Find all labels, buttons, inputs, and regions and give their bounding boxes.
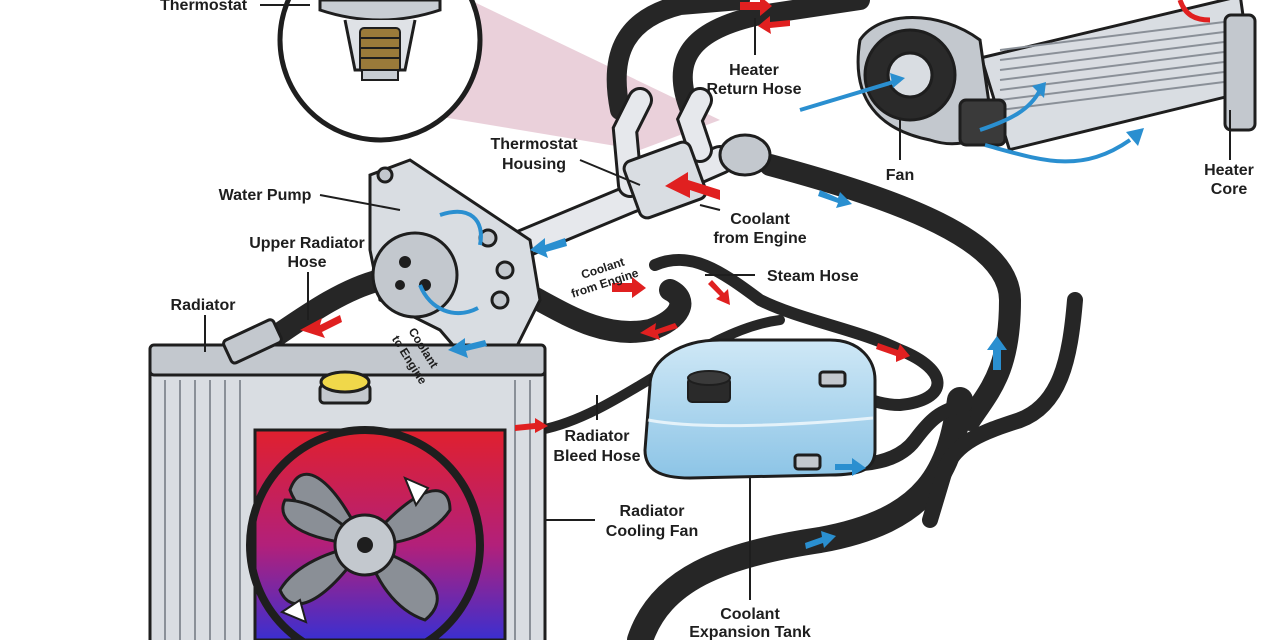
arrow-fan-rotation-bottom	[279, 598, 308, 624]
label-coolant-expansion-tank-1: Coolant	[720, 606, 780, 623]
label-coolant-expansion-tank-2: Expansion Tank	[689, 624, 811, 640]
arrow-cold-lower-hose	[805, 531, 836, 549]
radiator-neck-pipe	[222, 318, 283, 365]
label-thermostat-housing-1: Thermostat	[490, 136, 578, 153]
label-radiator-bleed-hose-2: Bleed Hose	[553, 448, 640, 465]
arrow-hot-pump-outlet	[640, 323, 678, 340]
pump-bolt-3	[490, 290, 510, 310]
radiator-fan-hub-center	[357, 537, 373, 553]
radiator-fan-rotation-arrows	[279, 476, 430, 624]
arrow-cold-heater-air-1-head	[1032, 82, 1046, 98]
radiator-assembly	[148, 318, 547, 640]
tank-cap-top	[687, 370, 731, 386]
hot-coolant-arrows	[300, 0, 910, 433]
tank-cap	[687, 370, 731, 403]
tank-body	[643, 338, 877, 480]
label-radiator-cooling-fan-1: Radiator	[620, 503, 685, 520]
pump-outlet-hose	[509, 279, 692, 343]
radiator-inlet-neck	[222, 318, 283, 365]
arrow-hot-steam-hose	[708, 280, 730, 305]
arrow-hot-heater-return	[740, 0, 772, 16]
pump-pulley-hole-1	[399, 256, 411, 268]
label-thermostat: Thermostat	[160, 0, 248, 14]
label-fan: Fan	[886, 167, 914, 184]
label-coolant-from-engine-1: Coolant	[730, 211, 790, 228]
upper-radiator-hose-pipe	[259, 269, 391, 351]
label-thermostat-housing-2: Housing	[502, 156, 566, 173]
housing-block	[622, 140, 708, 220]
heater-core-fins	[999, 19, 1241, 111]
heater-feed-hose	[759, 154, 1021, 431]
heater-pipe2-fill	[679, 90, 710, 160]
label-heater-return-hose-2: Return Hose	[706, 81, 801, 98]
label-upper-radiator-hose-1: Upper Radiator	[249, 235, 365, 252]
arrow-cold-heater-air-1	[979, 89, 1042, 132]
heater-return-hose-2	[672, 0, 870, 120]
radiator-fins	[164, 380, 531, 640]
label-coolant-from-engine-2: from Engine	[713, 230, 806, 247]
thermostat-housing	[505, 87, 772, 260]
arrow-hot-steam-hose-2	[876, 343, 910, 362]
pump-bolt-4	[376, 166, 394, 184]
pump-bolt-2	[495, 260, 515, 280]
arrow-cold-heater-feed	[818, 190, 852, 208]
label-radiator-bleed-hose-1: Radiator	[565, 428, 630, 445]
label-water-pump: Water Pump	[219, 187, 312, 204]
heater-core-end-tank	[1223, 13, 1257, 132]
blower-hub	[886, 51, 934, 99]
arrow-hot-bleed-hose	[515, 418, 548, 433]
arrow-cold-housing	[530, 238, 567, 258]
arrow-cold-fan-air-1	[799, 78, 901, 112]
label-steam-hose: Steam Hose	[767, 268, 859, 285]
leader-thermostat-housing	[579, 159, 641, 186]
arrow-hot-upper-radiator	[300, 315, 342, 338]
leader-coolant-from-engine	[699, 204, 721, 211]
heater-inlet-hose	[922, 292, 1083, 528]
thermostat-icon	[318, 0, 442, 81]
housing-outlet-flange	[718, 133, 772, 177]
radiator-cap	[318, 370, 372, 405]
pump-pulley-hole-3	[395, 280, 405, 290]
arrow-cold-heater-air-2-head	[1126, 128, 1144, 146]
arrow-hot-heater-return-2	[758, 16, 790, 34]
arrow-cold-heater-air-2	[984, 138, 1132, 164]
arrow-hot-coolant-from-engine	[665, 172, 720, 200]
radiator-cooling-fan-shroud	[246, 426, 484, 640]
heater-core-hot-arrow	[1177, 0, 1211, 23]
arrow-cold-right-1	[987, 336, 1007, 370]
radiator-cap-top	[319, 370, 371, 394]
tank-outlet-nozzle	[793, 453, 822, 471]
arrow-cold-pump-swirl-2	[418, 284, 479, 315]
label-upper-radiator-hose-2: Hose	[287, 254, 326, 271]
leader-water-pump	[319, 194, 401, 211]
tank-inlet-nozzle	[818, 370, 847, 388]
leader-lines	[204, 18, 1231, 600]
water-pump	[368, 158, 542, 367]
tank-fluid-line	[647, 416, 874, 428]
label-heater-core-1: Heater	[1204, 162, 1254, 179]
arrow-cold-to-engine	[448, 338, 487, 358]
arrow-cold-tank-outlet	[835, 458, 866, 476]
label-heater-core-2: Core	[1211, 181, 1248, 198]
radiator-top-tank	[148, 343, 547, 377]
pump-pulley	[371, 231, 459, 319]
arrow-fan-rotation-top	[403, 476, 430, 508]
heater-return-hose	[606, 0, 750, 120]
coolant-expansion-tank	[643, 338, 877, 480]
blower-fan	[856, 16, 1007, 147]
arrow-cold-fan-air-1-head	[890, 73, 905, 88]
heater-core	[979, 0, 1257, 152]
arrow-hot-steam-junction	[612, 277, 646, 298]
label-radiator: Radiator	[171, 297, 236, 314]
label-heater-return-hose-1: Heater	[729, 62, 779, 79]
label-radiator-cooling-fan-2: Cooling Fan	[606, 523, 698, 540]
arrow-cold-pump-swirl-1	[439, 209, 483, 246]
cold-coolant-arrows	[418, 73, 1144, 549]
